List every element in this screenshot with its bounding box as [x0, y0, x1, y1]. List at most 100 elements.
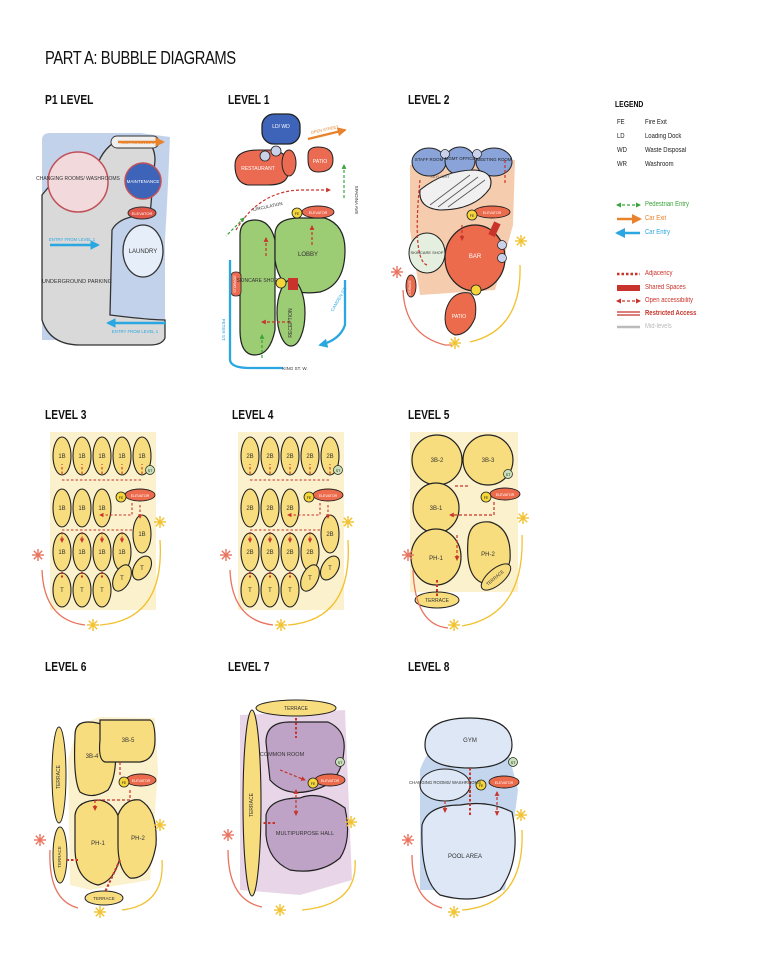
terrace-label: T	[120, 576, 124, 582]
ld-wd-label: LD/ WD	[272, 124, 290, 130]
unit-label: 2B	[286, 550, 293, 556]
terrace-label: TERRACE	[284, 706, 309, 712]
common-room-label: COMMON ROOM	[260, 752, 305, 758]
terrace-label: T	[140, 566, 144, 572]
unit-label: 2B	[246, 454, 253, 460]
unit-bubble	[92, 488, 112, 528]
fire-exit-bubble	[303, 491, 315, 503]
mgmt-office-label: MGMT OFFICE	[445, 156, 476, 161]
terrace-label: T	[100, 588, 104, 594]
entry-label: ENTRY FROM LEVEL 1	[112, 329, 159, 334]
restaurant-label: RESTAURANT	[241, 166, 275, 172]
elevator-label: ELEVATOR	[319, 494, 338, 498]
terrace-label: T	[60, 588, 64, 594]
unit-label: 2B	[266, 506, 273, 512]
terrace-label: T	[328, 566, 332, 572]
unit-bubble	[132, 436, 152, 476]
elevator-label: ELEVATOR	[495, 781, 514, 785]
unit-bubble	[280, 488, 300, 528]
open-street-label: OPEN STREET	[310, 124, 339, 135]
storage-label: STORAGE	[408, 280, 412, 296]
level-4-heading: LEVEL 4	[232, 408, 274, 422]
legend-adjacency-label: Adjacency	[645, 270, 673, 277]
elevator-label: ELEVATOR	[132, 779, 151, 783]
unit-bubble	[260, 436, 280, 476]
unit-label: 1B	[58, 506, 65, 512]
st-label: ST	[336, 469, 341, 473]
terrace-label: TERRACE	[249, 792, 255, 817]
unit-ph2-label: PH-2	[481, 552, 495, 558]
unit-bubble	[320, 436, 340, 476]
st-label: ST	[338, 761, 343, 765]
diagram-level-2: STAFF ROOM MGMT OFFICE MEETING ROOM SKYL…	[390, 146, 528, 350]
legend-code: LD	[617, 133, 625, 140]
fe-label: FE	[307, 496, 312, 500]
spadina-label: SPADINA AVE	[354, 186, 359, 215]
legend-midlevels-label: Mid-levels	[645, 323, 672, 330]
unit-label: 2B	[326, 532, 333, 538]
changing-rooms-label: CHANGING ROOMS/ WASHROOMS	[409, 780, 481, 785]
patio-label: PATIO	[452, 314, 466, 320]
unit-bubble	[240, 488, 260, 528]
unit-bubble	[72, 436, 92, 476]
unit-label: 2B	[326, 454, 333, 460]
elevator-label: ELEVATOR	[483, 211, 502, 215]
level-5-heading: LEVEL 5	[408, 408, 450, 422]
elevator-label: ELEVATOR	[309, 211, 328, 215]
parking-label: UNDERGROUND PARKING	[42, 279, 112, 285]
terrace-label: T	[288, 588, 292, 594]
unit-label: 2B	[286, 454, 293, 460]
legend-title: LEGEND	[615, 100, 644, 109]
unit-label: 2B	[246, 506, 253, 512]
multipurpose-hall-label: MULTIPURPOSE HALL	[276, 831, 334, 837]
diagram-level-7: TERRACE TERRACE COMMON ROOM MULTIPURPOSE…	[221, 699, 358, 917]
legend-swatches	[615, 202, 642, 329]
unit-bubble	[260, 488, 280, 528]
skincare-label: SKINCARE SHOP	[411, 250, 444, 255]
fe-label: FE	[311, 782, 316, 786]
exit-label: EXIT TO LEVEL 1	[122, 140, 155, 145]
fe-label: FE	[484, 496, 489, 500]
circulation-label: CIRCULATION	[252, 201, 283, 212]
unit-label: 2B	[266, 550, 273, 556]
legend-meaning: Waste Disposal	[645, 147, 687, 154]
unit-bubble	[112, 436, 132, 476]
terrace-label: T	[308, 576, 312, 582]
unit-label: 1B	[78, 506, 85, 512]
st-bubble	[145, 465, 155, 475]
terrace-bubble	[319, 555, 341, 581]
changing-rooms-label: CHANGING ROOMS/ WASHROOMS	[36, 176, 120, 182]
fe-label: FE	[119, 496, 124, 500]
legend-car-exit-label: Car Exit	[645, 215, 667, 222]
elevator-label: ELEVATOR	[496, 493, 515, 497]
unit-ph1-label: PH-1	[429, 556, 443, 562]
unit-ph1-label: PH-1	[91, 841, 105, 847]
skylight-label: SKYLIGHT	[430, 174, 450, 179]
unit-label: 1B	[78, 454, 85, 460]
reception-label: RECEPTION	[288, 308, 294, 338]
storage-label: STORAGE	[233, 275, 237, 293]
legend-restricted-label: Restricted Access	[645, 310, 697, 317]
elevator-label: ELEVATOR	[321, 779, 340, 783]
terrace-label: TERRACE	[57, 846, 62, 868]
diagram-level-8: GYM CHANGING ROOMS/ WASHROOMS POOL AREA …	[401, 717, 528, 919]
unit-bubble	[92, 436, 112, 476]
diagram-level-6: 3B-4 3B-5 PH-1 PH-2 TERRACE TERRACE TERR…	[33, 717, 167, 919]
legend-code: FE	[617, 119, 625, 126]
unit-bubble	[240, 436, 260, 476]
bar-label: BAR	[469, 254, 482, 260]
unit-label: 1B	[118, 454, 125, 460]
unit-3b1-label: 3B-1	[430, 506, 443, 512]
fe-label: FE	[479, 784, 484, 788]
staff-room-label: STAFF ROOM	[415, 157, 444, 162]
st-label: ST	[148, 469, 153, 473]
unit-label: 2B	[306, 550, 313, 556]
st-bubble	[333, 465, 343, 475]
skincare-label: SKINCARE SHOP	[236, 278, 278, 284]
terrace-label: T	[268, 588, 272, 594]
terrace-bubble	[112, 564, 132, 592]
unit-label: 1B	[118, 550, 125, 556]
peter-label: PETER ST.	[221, 319, 226, 342]
terrace-label: TERRACE	[93, 896, 115, 901]
unit-label: 2B	[306, 454, 313, 460]
